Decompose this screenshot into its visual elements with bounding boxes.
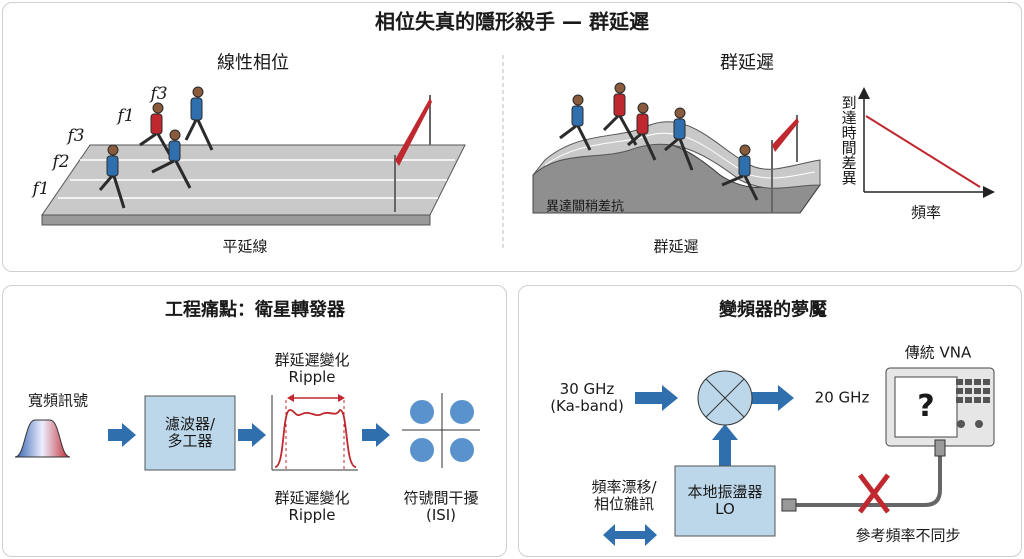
freq-label: f3 <box>67 126 85 147</box>
vna-question-mark: ? <box>917 388 935 424</box>
ripple-chart <box>271 394 358 471</box>
output-frequency-label: 20 GHz <box>814 388 870 407</box>
lo-box <box>674 465 776 537</box>
freq-label: f1 <box>117 106 135 127</box>
terrain-label: 異達關稍差抗 <box>545 199 625 215</box>
ripple-top-line: 群延遲變化 <box>274 350 350 369</box>
ripple-bottom-label: 群延遲變化 Ripple <box>274 488 350 525</box>
input-line: (Ka-band) <box>550 397 624 415</box>
filter-line: 多工器 <box>167 432 213 450</box>
sync-issue-label: 參考頻率不同步 <box>855 526 961 545</box>
linear-phase-heading: 線性相位 <box>217 52 289 74</box>
flat-track <box>41 95 466 226</box>
transponder-heading: 工程痛點：衛星轉發器 <box>165 299 345 321</box>
no-sync-x-icon <box>858 473 890 514</box>
runners-delay <box>559 82 759 201</box>
lo-line: 本地振盪器 <box>687 482 763 501</box>
isi-line: 符號間干擾 <box>403 488 479 507</box>
lo-issue-line: 頻率漂移/ <box>591 477 657 496</box>
input-frequency-label: 30 GHz (Ka-band) <box>550 379 624 416</box>
mixer-heading: 變頻器的夢魘 <box>719 299 827 321</box>
lo-box-label: 本地振盪器 LO <box>687 482 763 519</box>
flow-arrows <box>108 385 794 546</box>
ripple-top-line: Ripple <box>288 368 336 386</box>
arrival-time-graph <box>858 87 995 198</box>
mixer-symbol <box>697 370 753 426</box>
freq-label: f2 <box>52 152 70 173</box>
isi-line: (ISI) <box>425 506 457 524</box>
filter-box <box>144 395 236 471</box>
constellation-diagram <box>402 393 480 468</box>
ripple-bottom-line: 群延遲變化 <box>274 488 350 507</box>
main-title: 相位失真的隱形殺手 — 群延遲 <box>375 9 649 34</box>
graph-xlabel: 頻率 <box>910 203 942 222</box>
graph-ylabel: 到達時間差異 <box>839 95 858 185</box>
input-line: 30 GHz <box>559 379 615 398</box>
reference-cable <box>781 439 946 512</box>
delay-track-caption: 群延遲 <box>653 237 699 256</box>
filter-box-label: 濾波器/ 多工器 <box>164 414 216 451</box>
filter-line: 濾波器/ <box>164 414 216 433</box>
lo-issue-line: 相位雜訊 <box>593 495 654 513</box>
flat-track-caption: 平延線 <box>222 237 268 256</box>
lo-line: LO <box>715 500 735 518</box>
ripple-top-label: 群延遲變化 Ripple <box>274 350 350 387</box>
isi-label: 符號間干擾 (ISI) <box>403 488 479 525</box>
lo-issue-label: 頻率漂移/ 相位雜訊 <box>591 477 657 514</box>
runners-linear <box>98 86 214 209</box>
freq-label: f1 <box>32 179 50 200</box>
ripple-bottom-line: Ripple <box>288 506 336 524</box>
wideband-signal-label: 寬頻訊號 <box>27 391 89 410</box>
freq-label: f3 <box>150 84 168 105</box>
vna-instrument <box>885 367 995 447</box>
vna-label: 傳統 VNA <box>904 343 972 362</box>
group-delay-heading: 群延遲 <box>720 52 774 74</box>
delay-line <box>865 115 981 188</box>
wideband-signal-shape <box>14 419 71 458</box>
